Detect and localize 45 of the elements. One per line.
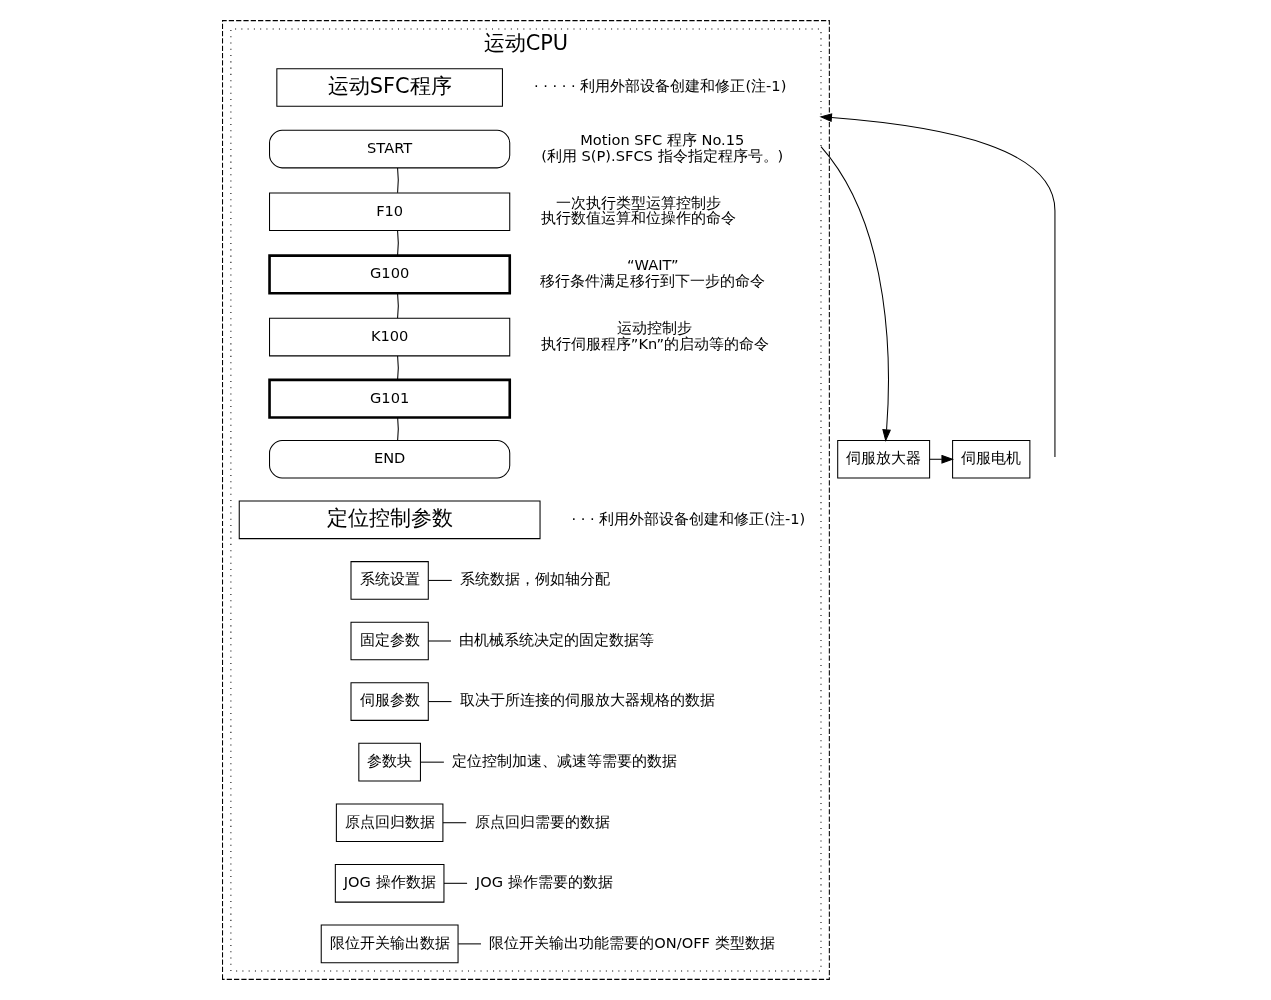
arrow <box>820 146 891 442</box>
node-box: JOG 操作数据 <box>334 864 445 903</box>
node-box: 伺服放大器 <box>837 439 931 479</box>
node-label: 移行条件满足移行到下一步的命令 <box>540 272 766 290</box>
node-text: 由机械系统决定的固定数据等 <box>459 630 655 648</box>
connector <box>397 355 399 381</box>
connector <box>397 167 399 194</box>
connector <box>427 640 452 642</box>
node-box: K100 <box>269 317 511 357</box>
node-box: END <box>269 439 511 479</box>
node-label: “WAIT” <box>626 256 679 274</box>
node-label: Motion SFC 程序 No.15 <box>580 131 745 149</box>
connector <box>397 417 399 441</box>
connector <box>397 292 399 319</box>
node-box: 伺服电机 <box>952 439 1031 479</box>
node-label: (利用 S(P).SFCS 指令指定程序号。) <box>541 146 784 164</box>
node-text: 定位控制加速、减速等需要的数据 <box>451 752 677 770</box>
node-box: 伺服参数 <box>350 682 429 721</box>
connector <box>457 943 482 945</box>
connector <box>442 822 467 824</box>
node-box: 系统设置 <box>350 561 429 600</box>
connector <box>443 882 468 884</box>
node-label: 一次执行类型运算控制步 <box>555 193 721 211</box>
connector <box>420 761 445 763</box>
node-box: 参数块 <box>358 742 421 782</box>
node-box: START <box>269 129 511 169</box>
node-box: G100 <box>268 254 512 295</box>
node-label: · · · 利用外部设备创建和修正(注-1) <box>571 509 806 527</box>
connector <box>397 230 399 256</box>
connector <box>428 701 452 703</box>
node-box: 定位控制参数 <box>238 500 541 540</box>
node-box: 原点回归数据 <box>335 803 444 843</box>
node-box: G101 <box>268 378 512 419</box>
node-box: 运动SFC程序 <box>276 68 503 107</box>
node-text: 限位开关输出功能需要的ON/OFF 类型数据 <box>489 933 775 951</box>
node-text: 系统数据，例如轴分配 <box>459 570 610 588</box>
node-text: 取决于所连接的伺服放大器规格的数据 <box>459 691 715 709</box>
node-label: · · · · · 利用外部设备创建和修正(注-1) <box>533 77 787 95</box>
node-box: 固定参数 <box>350 621 429 661</box>
connector <box>427 579 453 581</box>
node-box: F10 <box>269 192 511 232</box>
node-text: JOG 操作需要的数据 <box>475 873 613 891</box>
node-label: 执行数值运算和位操作的命令 <box>540 209 736 227</box>
node-box: 限位开关输出数据 <box>320 924 459 964</box>
node-text: 原点回归需要的数据 <box>474 812 610 830</box>
